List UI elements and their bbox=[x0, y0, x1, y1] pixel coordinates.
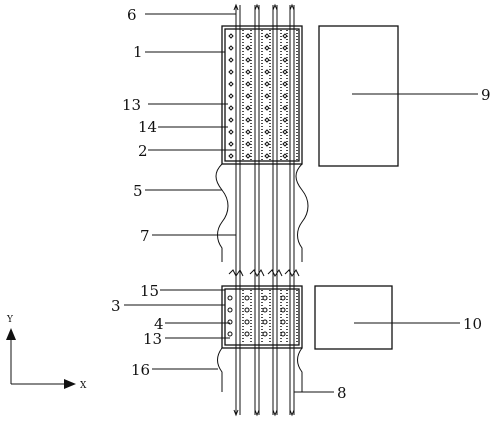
label-13-upper: 13 bbox=[122, 96, 141, 114]
upper-diamond bbox=[228, 69, 234, 75]
label-7: 7 bbox=[140, 227, 150, 245]
upper-diamond bbox=[228, 81, 234, 87]
upper-diamond bbox=[245, 57, 251, 63]
lower-circle bbox=[227, 295, 233, 301]
leader-lines bbox=[124, 13, 478, 393]
box-9 bbox=[318, 25, 399, 167]
upper-diamond bbox=[228, 93, 234, 99]
upper-diamond bbox=[228, 153, 234, 159]
lower-block bbox=[221, 285, 303, 349]
upper-diamond bbox=[264, 153, 270, 159]
rod-bottom-arrows bbox=[233, 409, 295, 417]
upper-diamond bbox=[245, 105, 251, 111]
label-14: 14 bbox=[138, 118, 157, 136]
lower-circle bbox=[244, 319, 250, 325]
break-marks bbox=[228, 269, 300, 277]
lower-circle bbox=[244, 307, 250, 313]
lower-circle bbox=[262, 295, 268, 301]
label-10: 10 bbox=[463, 315, 482, 333]
coordinate-axes: Y X bbox=[6, 315, 87, 391]
x-axis-label: X bbox=[80, 381, 87, 391]
lower-circle bbox=[262, 331, 268, 337]
lower-circle bbox=[262, 307, 268, 313]
upper-diamond bbox=[264, 69, 270, 75]
upper-diamond bbox=[264, 57, 270, 63]
lower-circle bbox=[227, 331, 233, 337]
upper-diamond bbox=[228, 105, 234, 111]
y-axis-label: Y bbox=[6, 315, 14, 325]
lower-circle bbox=[280, 307, 286, 313]
lower-circle bbox=[280, 295, 286, 301]
x-axis-arrow-icon bbox=[64, 379, 76, 389]
label-5: 5 bbox=[133, 182, 143, 200]
label-8: 8 bbox=[337, 384, 347, 402]
upper-diamond bbox=[264, 93, 270, 99]
lower-circle bbox=[244, 295, 250, 301]
label-15: 15 bbox=[140, 282, 159, 300]
label-6: 6 bbox=[127, 6, 137, 24]
upper-block bbox=[221, 25, 303, 165]
upper-diamond bbox=[245, 81, 251, 87]
upper-diamond bbox=[245, 117, 251, 123]
label-9: 9 bbox=[481, 86, 491, 104]
label-4: 4 bbox=[154, 315, 164, 333]
upper-diamond bbox=[228, 141, 234, 147]
lower-circle bbox=[280, 319, 286, 325]
y-axis-arrow-icon bbox=[6, 328, 16, 340]
upper-diamond bbox=[264, 45, 270, 51]
lower-circle bbox=[262, 319, 268, 325]
upper-diamond bbox=[245, 93, 251, 99]
upper-diamond bbox=[264, 141, 270, 147]
lower-circle bbox=[280, 331, 286, 337]
lower-circle bbox=[227, 319, 233, 325]
upper-diamond bbox=[228, 57, 234, 63]
label-2: 2 bbox=[138, 142, 148, 160]
upper-diamond bbox=[245, 153, 251, 159]
label-13-lower: 13 bbox=[143, 330, 162, 348]
label-1: 1 bbox=[133, 43, 143, 61]
vertical-rods bbox=[235, 5, 295, 415]
label-3: 3 bbox=[111, 297, 121, 315]
label-16: 16 bbox=[131, 361, 150, 379]
lower-circle bbox=[227, 307, 233, 313]
upper-diamond bbox=[245, 33, 251, 39]
rod-top-arrows bbox=[233, 3, 295, 11]
upper-diamond bbox=[228, 33, 234, 39]
upper-diamond bbox=[264, 33, 270, 39]
upper-diamond bbox=[264, 129, 270, 135]
upper-diamond bbox=[228, 129, 234, 135]
wavy-section bbox=[215, 163, 309, 262]
lower-circle bbox=[244, 331, 250, 337]
upper-diamond bbox=[264, 105, 270, 111]
upper-diamond bbox=[245, 45, 251, 51]
upper-diamond bbox=[245, 69, 251, 75]
box-10 bbox=[314, 285, 393, 350]
upper-diamond bbox=[264, 81, 270, 87]
upper-diamond bbox=[245, 129, 251, 135]
upper-diamond bbox=[228, 117, 234, 123]
upper-diamond bbox=[264, 117, 270, 123]
lower-wavy-section bbox=[217, 347, 303, 392]
upper-diamond bbox=[228, 45, 234, 51]
upper-diamond bbox=[245, 141, 251, 147]
